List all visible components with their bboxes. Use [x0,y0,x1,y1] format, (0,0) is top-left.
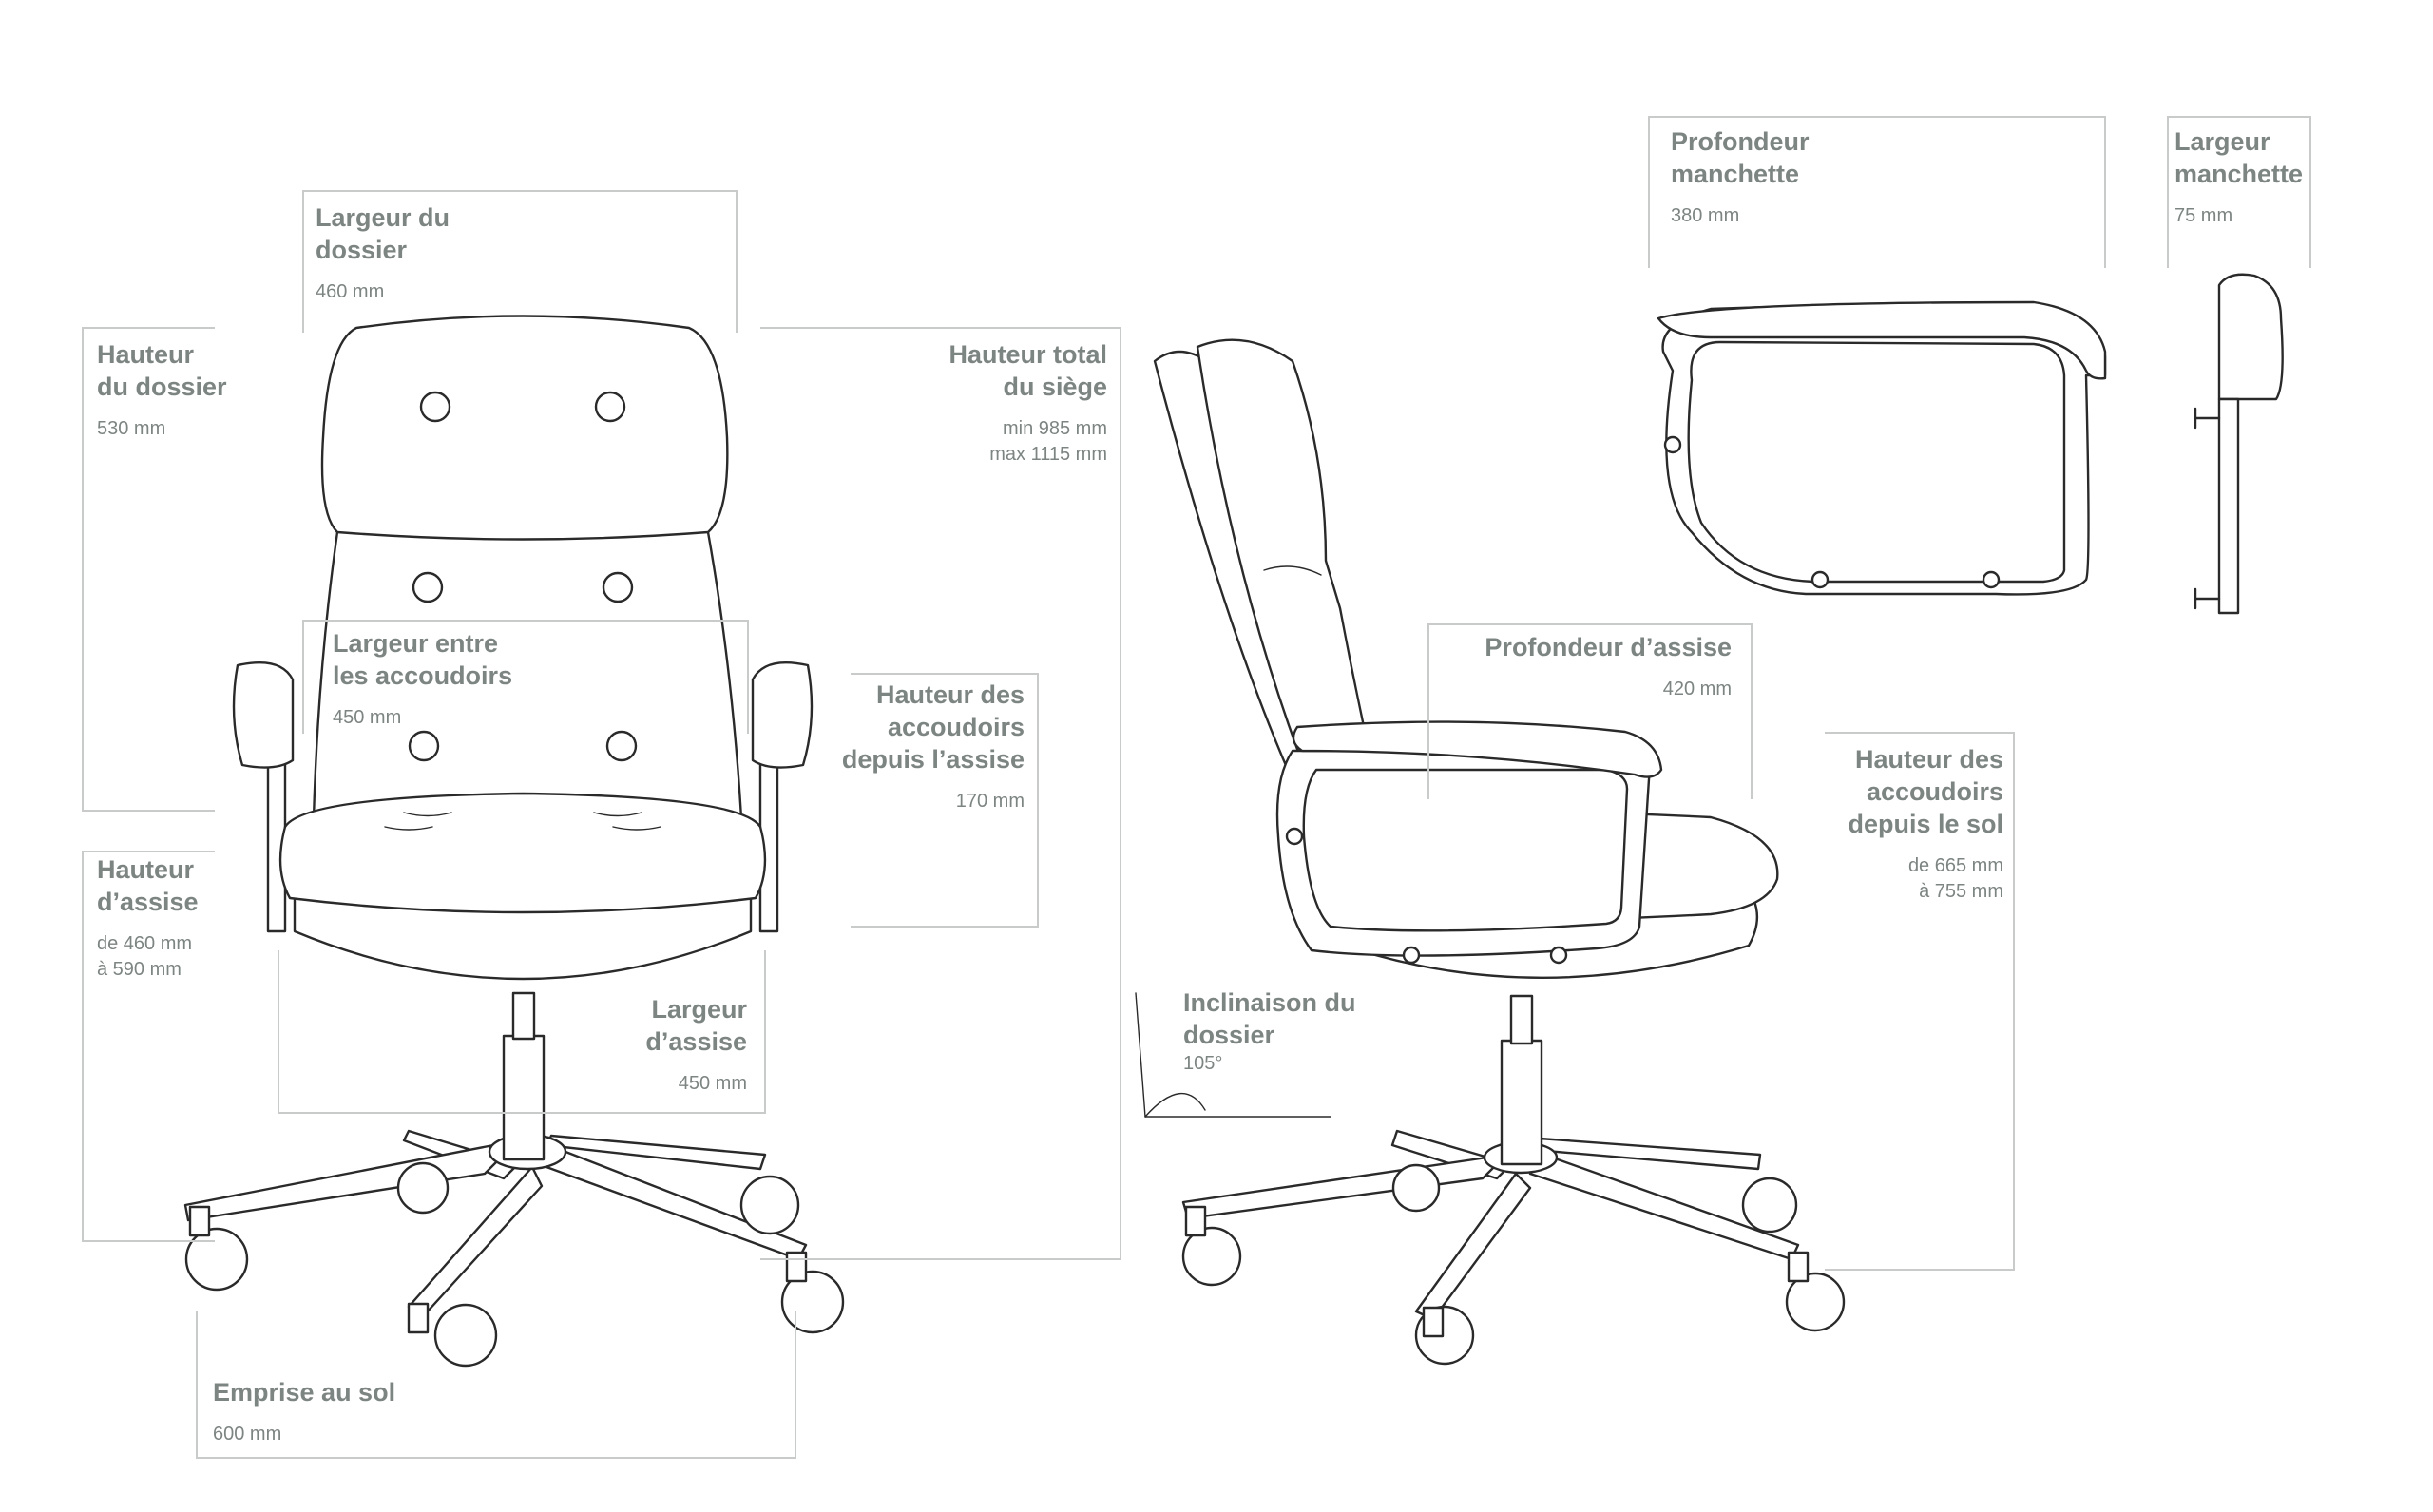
seat-depth-value: 420 mm [1662,679,1732,699]
total-height-label: Hauteur total du siège min 985 mm max 11… [893,338,1107,468]
backrest-height-title: Hauteur du dossier [97,340,227,401]
armrest-height-seat-value: 170 mm [955,791,1025,812]
seat-height-bracket [82,851,215,1242]
backrest-width-label: Largeur du dossier 460 mm [316,201,450,305]
armrest-height-seat-title: Hauteur des accoudoirs depuis l’assise [841,680,1025,774]
armpad-depth-value: 380 mm [1671,205,1740,226]
seat-width-value: 450 mm [678,1073,747,1094]
armrest-height-seat-label: Hauteur des accoudoirs depuis l’assise 1… [827,679,1025,814]
total-height-value: min 985 mm max 1115 mm [989,418,1107,465]
armpad-depth-bracket [1648,116,2106,268]
front-view-chair-icon [183,315,845,1368]
backrest-tilt-title: Inclinaison du dossier [1183,988,1356,1049]
seat-depth-bracket [1427,623,1753,799]
backrest-height-label: Hauteur du dossier 530 mm [97,338,227,442]
footprint-title: Emprise au sol [213,1378,396,1407]
side-view-chair-icon [1135,338,1846,1366]
footprint-value: 600 mm [213,1424,282,1445]
seat-width-label: Largeur d’assise 450 mm [570,993,747,1097]
armrest-spacing-value: 450 mm [333,707,402,728]
seat-height-label: Hauteur d’assise de 460 mm à 590 mm [97,853,199,983]
seat-depth-label: Profondeur d’assise 420 mm [1426,631,1732,702]
footprint-label: Emprise au sol 600 mm [213,1376,395,1447]
backrest-height-value: 530 mm [97,418,166,439]
armpad-width-bracket [2167,116,2311,268]
seat-height-title: Hauteur d’assise [97,855,199,916]
backrest-width-bracket [302,190,738,333]
footprint-bracket [196,1311,796,1459]
armrest-side-view-icon [2194,273,2284,615]
armrest-height-floor-title: Hauteur des accoudoirs depuis le sol [1848,745,2003,838]
total-height-title: Hauteur total du siège [948,340,1107,401]
total-height-bracket [760,327,1121,1260]
backrest-tilt-label: Inclinaison du dossier 105° [1183,986,1356,1077]
seat-height-value: de 460 mm à 590 mm [97,933,193,980]
backrest-height-bracket [82,327,215,812]
armpad-width-value: 75 mm [2174,205,2233,226]
backrest-tilt-value: 105° [1183,1053,1223,1074]
armpad-depth-label: Profondeur manchette 380 mm [1671,125,1810,229]
backrest-width-value: 460 mm [316,281,385,302]
armpad-width-title: Largeur manchette [2174,127,2304,188]
armpad-depth-title: Profondeur manchette [1671,127,1810,188]
armrest-top-view-icon [1657,300,2107,596]
backrest-width-title: Largeur du dossier [316,203,450,264]
armrest-height-floor-label: Hauteur des accoudoirs depuis le sol de … [1806,743,2003,905]
seat-width-title: Largeur d’assise [645,995,747,1056]
armrest-height-floor-bracket [1825,732,2015,1271]
armpad-width-label: Largeur manchette 75 mm [2174,125,2303,229]
seat-depth-title: Profondeur d’assise [1485,633,1732,661]
armrest-spacing-bracket [302,620,749,734]
armrest-spacing-title: Largeur entre les accoudoirs [333,629,513,690]
armrest-height-seat-bracket [851,673,1039,928]
armrest-height-floor-value: de 665 mm à 755 mm [1907,855,2003,902]
armrest-spacing-label: Largeur entre les accoudoirs 450 mm [333,627,512,731]
seat-width-bracket [278,950,766,1114]
